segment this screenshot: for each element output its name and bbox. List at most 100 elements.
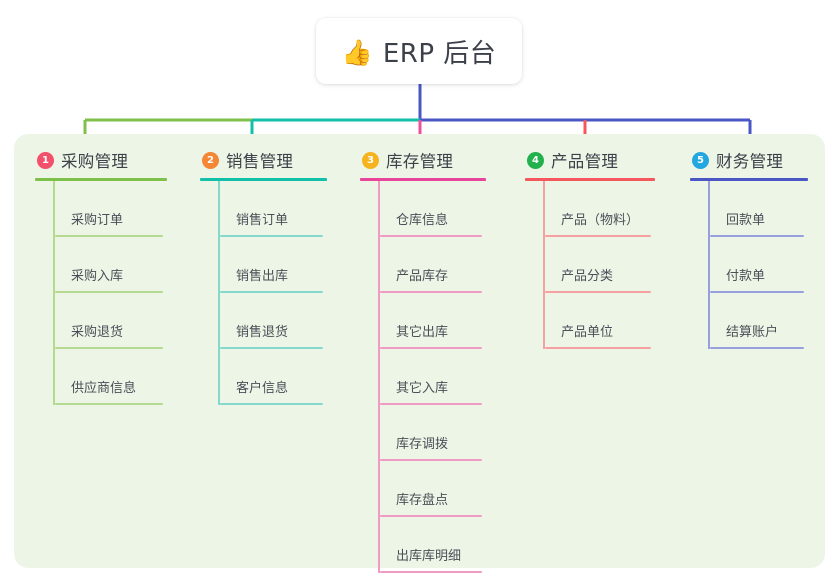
branch-item-label: 库存调拨 <box>396 437 449 452</box>
branch-title: 财务管理 <box>716 152 784 171</box>
branch-item[interactable]: 仓库信息 <box>380 181 486 237</box>
branch-items-3: 仓库信息产品库存其它出库其它入库库存调拨库存盘点出库库明细 <box>360 181 486 573</box>
branch-item-label: 结算账户 <box>726 325 779 340</box>
branch-item-rule <box>710 235 804 237</box>
branch-item-label: 销售退货 <box>236 325 289 340</box>
branch-number-badge: 5 <box>692 151 709 169</box>
branch-item-label: 采购订单 <box>71 213 124 228</box>
branch-item[interactable]: 其它出库 <box>380 293 486 349</box>
branch-item[interactable]: 供应商信息 <box>55 349 167 405</box>
branch-item[interactable]: 产品单位 <box>545 293 655 349</box>
branch-header-rule <box>35 178 167 181</box>
branch-items-2: 销售订单销售出库销售退货客户信息 <box>200 181 327 405</box>
branch-header-1[interactable]: 1 采购管理 <box>35 146 167 174</box>
branch-item-label: 产品单位 <box>561 325 614 340</box>
branch-item-rule <box>380 571 482 573</box>
branch-item-rule <box>545 347 651 349</box>
branch-item[interactable]: 出库库明细 <box>380 517 486 573</box>
branch-item[interactable]: 销售退货 <box>220 293 327 349</box>
branch-items-5: 回款单付款单结算账户 <box>690 181 808 349</box>
root-node-card[interactable]: 👍 ERP 后台 <box>316 18 522 84</box>
branch-item[interactable]: 产品库存 <box>380 237 486 293</box>
branch-item[interactable]: 产品（物料） <box>545 181 655 237</box>
branch-item-label: 出库库明细 <box>396 549 462 564</box>
branch-column-4: 4 产品管理产品（物料） 产品分类产品单位 <box>525 146 655 349</box>
branch-item-label: 付款单 <box>726 269 766 284</box>
branch-column-2: 2 销售管理销售订单销售出库销售退货客户信息 <box>200 146 327 405</box>
branches-panel: 1 采购管理采购订单采购入库采购退货供应商信息 2 销售管理销售订单销售出库销售退货客… <box>14 134 825 573</box>
branch-title: 销售管理 <box>226 152 294 171</box>
branch-spine <box>543 181 545 349</box>
branch-item-label: 仓库信息 <box>396 213 449 228</box>
branch-item-label: 采购入库 <box>71 269 124 284</box>
branch-item-rule <box>380 347 482 349</box>
branch-header-rule <box>360 178 486 181</box>
branch-column-3: 3 库存管理仓库信息产品库存其它出库其它入库库存调拨库存盘点出库库明细 <box>360 146 486 573</box>
branch-number-badge: 2 <box>202 151 219 169</box>
branch-item-rule <box>380 235 482 237</box>
branch-item-label: 客户信息 <box>236 381 289 396</box>
branch-item[interactable]: 销售订单 <box>220 181 327 237</box>
branch-item-rule <box>220 291 323 293</box>
branch-item[interactable]: 其它入库 <box>380 349 486 405</box>
branch-title: 库存管理 <box>386 152 454 171</box>
branch-header-4[interactable]: 4 产品管理 <box>525 146 655 174</box>
branch-item-label: 供应商信息 <box>71 381 137 396</box>
branch-item-rule <box>55 291 163 293</box>
branch-item-rule <box>710 291 804 293</box>
branch-item-rule <box>220 235 323 237</box>
branch-spine <box>53 181 55 405</box>
branch-column-1: 1 采购管理采购订单采购入库采购退货供应商信息 <box>35 146 167 405</box>
branch-number-badge: 4 <box>527 151 544 169</box>
branch-item[interactable]: 库存盘点 <box>380 461 486 517</box>
branch-item-rule <box>55 235 163 237</box>
branch-item-rule <box>380 515 482 517</box>
branch-item-label: 其它出库 <box>396 325 449 340</box>
branch-item[interactable]: 产品分类 <box>545 237 655 293</box>
branch-item[interactable]: 采购订单 <box>55 181 167 237</box>
branch-item-label: 采购退货 <box>71 325 124 340</box>
branch-item-rule <box>55 403 163 405</box>
branch-item-label: 其它入库 <box>396 381 449 396</box>
branch-item-label: 回款单 <box>726 213 766 228</box>
branch-item-rule <box>380 291 482 293</box>
branch-item[interactable]: 销售出库 <box>220 237 327 293</box>
branch-item[interactable]: 客户信息 <box>220 349 327 405</box>
branch-item-label: 库存盘点 <box>396 493 449 508</box>
branch-item[interactable]: 库存调拨 <box>380 405 486 461</box>
thumbs-up-icon: 👍 <box>341 37 373 67</box>
page-title: ERP 后台 <box>382 38 497 69</box>
branch-item[interactable]: 回款单 <box>710 181 808 237</box>
branch-header-rule <box>525 178 655 181</box>
branch-item-rule <box>710 347 804 349</box>
branch-item[interactable]: 采购退货 <box>55 293 167 349</box>
branch-item-label: 产品（物料） <box>561 213 640 228</box>
branch-item-rule <box>380 459 482 461</box>
branch-item-label: 销售出库 <box>236 269 289 284</box>
branch-item-rule <box>55 347 163 349</box>
branch-header-rule <box>200 178 327 181</box>
branch-item-rule <box>220 347 323 349</box>
branch-item[interactable]: 付款单 <box>710 237 808 293</box>
branch-item-label: 产品分类 <box>561 269 614 284</box>
branch-number-badge: 1 <box>37 151 54 169</box>
branch-item-rule <box>220 403 323 405</box>
branch-item[interactable]: 采购入库 <box>55 237 167 293</box>
branch-column-5: 5 财务管理回款单付款单结算账户 <box>690 146 808 349</box>
branch-item-rule <box>380 403 482 405</box>
branch-header-3[interactable]: 3 库存管理 <box>360 146 486 174</box>
branch-item[interactable]: 结算账户 <box>710 293 808 349</box>
branch-title: 产品管理 <box>551 152 619 171</box>
branch-spine <box>708 181 710 349</box>
branch-items-4: 产品（物料） 产品分类产品单位 <box>525 181 655 349</box>
branch-items-1: 采购订单采购入库采购退货供应商信息 <box>35 181 167 405</box>
branch-title: 采购管理 <box>61 152 129 171</box>
branch-header-2[interactable]: 2 销售管理 <box>200 146 327 174</box>
branch-header-5[interactable]: 5 财务管理 <box>690 146 808 174</box>
branch-spine <box>218 181 220 405</box>
branch-header-rule <box>690 178 808 181</box>
branch-item-label: 产品库存 <box>396 269 449 284</box>
branch-item-rule <box>545 235 651 237</box>
branch-item-rule <box>545 291 651 293</box>
branch-number-badge: 3 <box>362 151 379 169</box>
